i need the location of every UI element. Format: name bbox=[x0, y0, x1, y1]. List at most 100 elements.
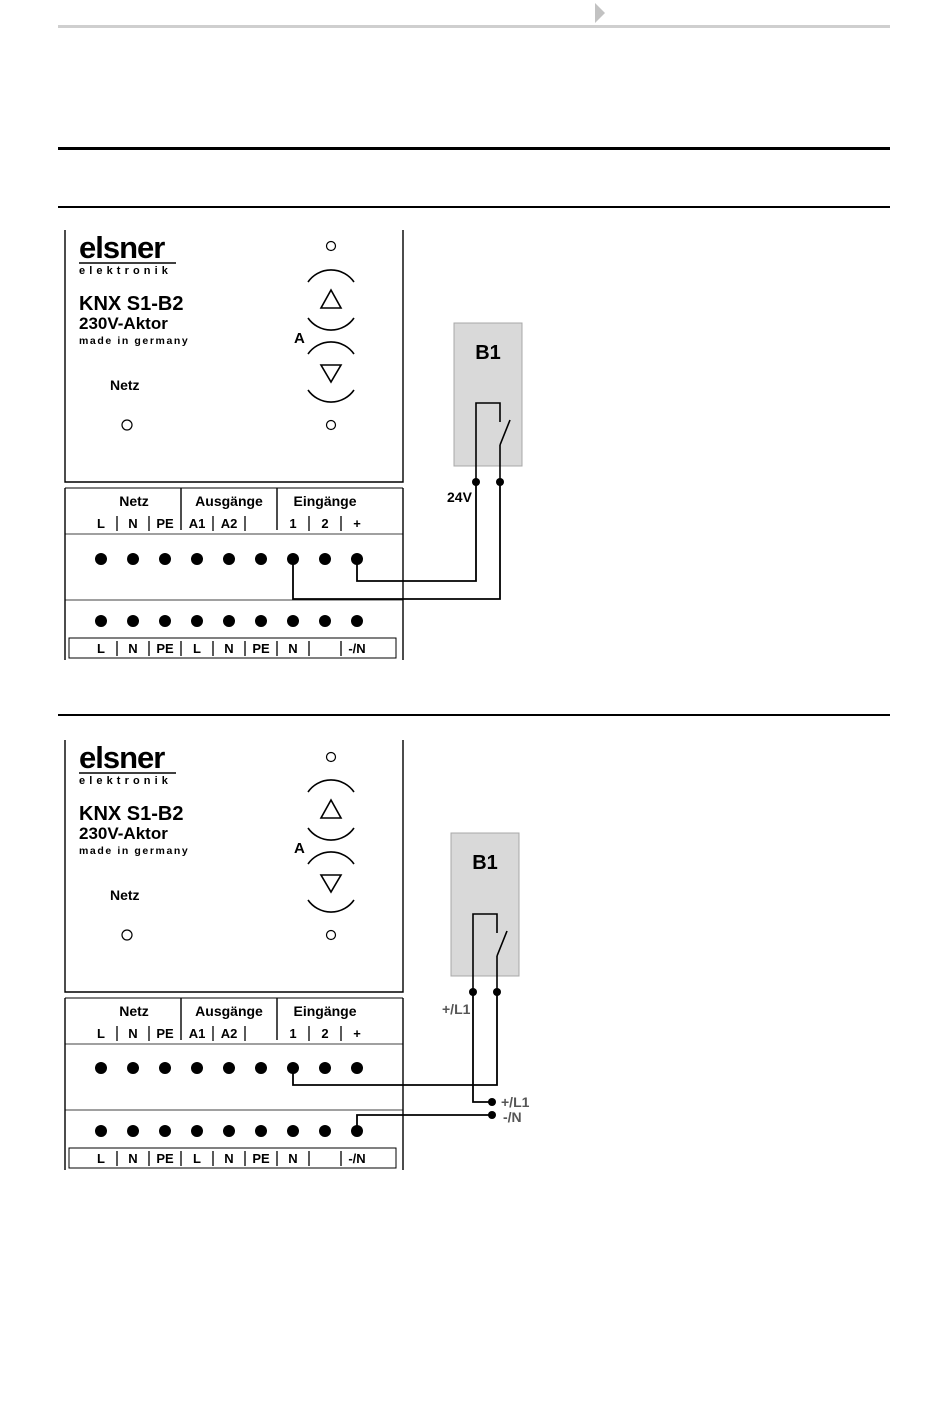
terminal-screw bbox=[223, 1062, 235, 1074]
device-type: 230V-Aktor bbox=[79, 824, 168, 843]
group-label-netz: Netz bbox=[119, 1003, 149, 1019]
brand-logo: elsner bbox=[79, 740, 165, 775]
terminal-screw bbox=[127, 1125, 139, 1137]
terminal-screw bbox=[127, 615, 139, 627]
down-button-ring bbox=[308, 852, 354, 864]
terminal-screw bbox=[159, 553, 171, 565]
terminal-label: -/N bbox=[348, 641, 365, 656]
terminal-screw bbox=[319, 553, 331, 565]
section-rule bbox=[58, 147, 890, 150]
terminal-screw bbox=[95, 553, 107, 565]
up-button-ring bbox=[308, 828, 354, 840]
terminal-label: L bbox=[97, 516, 105, 531]
wiring-diagram-2: elsner elektronik KNX S1-B2 230V-Aktor m… bbox=[0, 730, 950, 1200]
group-label-ausgaenge: Ausgänge bbox=[195, 493, 263, 509]
terminal-screw bbox=[191, 553, 203, 565]
channel-a-led-down bbox=[327, 421, 336, 430]
terminal-screw bbox=[159, 615, 171, 627]
terminal-label: 2 bbox=[321, 1026, 328, 1041]
terminal-label: N bbox=[128, 516, 137, 531]
terminal-screw bbox=[351, 615, 363, 627]
terminal-label: 2 bbox=[321, 516, 328, 531]
terminal-label: + bbox=[353, 516, 361, 531]
upper-terminal-row bbox=[95, 553, 363, 565]
terminal-screw bbox=[255, 615, 267, 627]
terminal-screw bbox=[287, 615, 299, 627]
lower-terminal-row bbox=[95, 615, 363, 627]
terminal-label: + bbox=[353, 1026, 361, 1041]
actuator-device: elsner elektronik KNX S1-B2 230V-Aktor m… bbox=[65, 230, 403, 660]
netz-status-label: Netz bbox=[110, 887, 140, 903]
external-minus-terminal bbox=[488, 1111, 496, 1119]
wiring-diagram-1: elsner elektronik KNX S1-B2 230V-Aktor m… bbox=[0, 220, 950, 690]
terminal-screw bbox=[351, 1062, 363, 1074]
down-button-ring bbox=[308, 390, 354, 402]
terminal-screw bbox=[191, 1062, 203, 1074]
terminal-label: 1 bbox=[289, 516, 296, 531]
terminal-screw bbox=[127, 553, 139, 565]
terminal-screw bbox=[255, 553, 267, 565]
terminal-screw bbox=[319, 1062, 331, 1074]
external-plus-terminal bbox=[488, 1098, 496, 1106]
down-button-ring bbox=[308, 900, 354, 912]
terminal-label: A1 bbox=[189, 516, 206, 531]
terminal-label: N bbox=[224, 1151, 233, 1166]
terminal-label: PE bbox=[252, 1151, 270, 1166]
terminal-screw bbox=[95, 615, 107, 627]
lower-terminal-row bbox=[95, 1125, 363, 1137]
up-button-ring bbox=[308, 270, 354, 282]
terminal-label: L bbox=[97, 1151, 105, 1166]
external-minus-label: -/N bbox=[503, 1109, 522, 1125]
terminal-screw bbox=[223, 1125, 235, 1137]
actuator-device: elsner elektronik KNX S1-B2 230V-Aktor m… bbox=[65, 740, 403, 1170]
supply-label-24v: 24V bbox=[447, 489, 473, 505]
terminal-screw bbox=[223, 553, 235, 565]
terminal-screw bbox=[95, 1125, 107, 1137]
brand-sub-logo: elektronik bbox=[79, 775, 172, 787]
terminal-label: PE bbox=[156, 1026, 174, 1041]
terminal-label: A2 bbox=[221, 516, 238, 531]
terminal-screw bbox=[287, 1125, 299, 1137]
brand-logo: elsner bbox=[79, 230, 165, 265]
terminal-label: L bbox=[97, 1026, 105, 1041]
terminal-screw bbox=[95, 1062, 107, 1074]
terminal-label: N bbox=[288, 1151, 297, 1166]
channel-a-label: A bbox=[294, 840, 305, 857]
down-arrow-icon bbox=[321, 365, 341, 382]
sensor-label: B1 bbox=[472, 852, 498, 874]
terminal-screw bbox=[191, 615, 203, 627]
up-arrow-icon bbox=[321, 290, 341, 308]
terminal-label: L bbox=[193, 1151, 201, 1166]
up-button-ring bbox=[308, 780, 354, 792]
device-type: 230V-Aktor bbox=[79, 314, 168, 333]
model-name: KNX S1-B2 bbox=[79, 293, 183, 315]
bottom-terminal-labels: L N PE L N PE N -/N bbox=[97, 1151, 366, 1166]
upper-terminal-row bbox=[95, 1062, 363, 1074]
terminal-label: N bbox=[224, 641, 233, 656]
terminal-screw bbox=[191, 1125, 203, 1137]
terminal-label: N bbox=[288, 641, 297, 656]
terminal-screw bbox=[319, 615, 331, 627]
group-label-eingaenge: Eingänge bbox=[293, 1003, 356, 1019]
supply-label-plus-l1: +/L1 bbox=[442, 1001, 471, 1017]
netz-status-label: Netz bbox=[110, 377, 140, 393]
channel-a-led-up bbox=[327, 242, 336, 251]
terminal-label: PE bbox=[252, 641, 270, 656]
terminal-label: 1 bbox=[289, 1026, 296, 1041]
up-arrow-icon bbox=[321, 800, 341, 818]
terminal-label: PE bbox=[156, 641, 174, 656]
terminal-label: N bbox=[128, 641, 137, 656]
terminal-screw bbox=[127, 1062, 139, 1074]
section-divider-1 bbox=[58, 206, 890, 208]
sensor-b1: B1 bbox=[451, 833, 519, 996]
top-terminal-labels: L N PE A1 A2 1 2 + bbox=[97, 516, 361, 531]
header-arrow-icon bbox=[595, 3, 605, 23]
channel-a-led-down bbox=[327, 931, 336, 940]
terminal-label: N bbox=[128, 1026, 137, 1041]
header-rule bbox=[58, 25, 890, 28]
terminal-screw bbox=[159, 1062, 171, 1074]
terminal-screw bbox=[255, 1125, 267, 1137]
terminal-screw bbox=[255, 1062, 267, 1074]
terminal-label: PE bbox=[156, 516, 174, 531]
sensor-b1: B1 bbox=[454, 323, 522, 486]
